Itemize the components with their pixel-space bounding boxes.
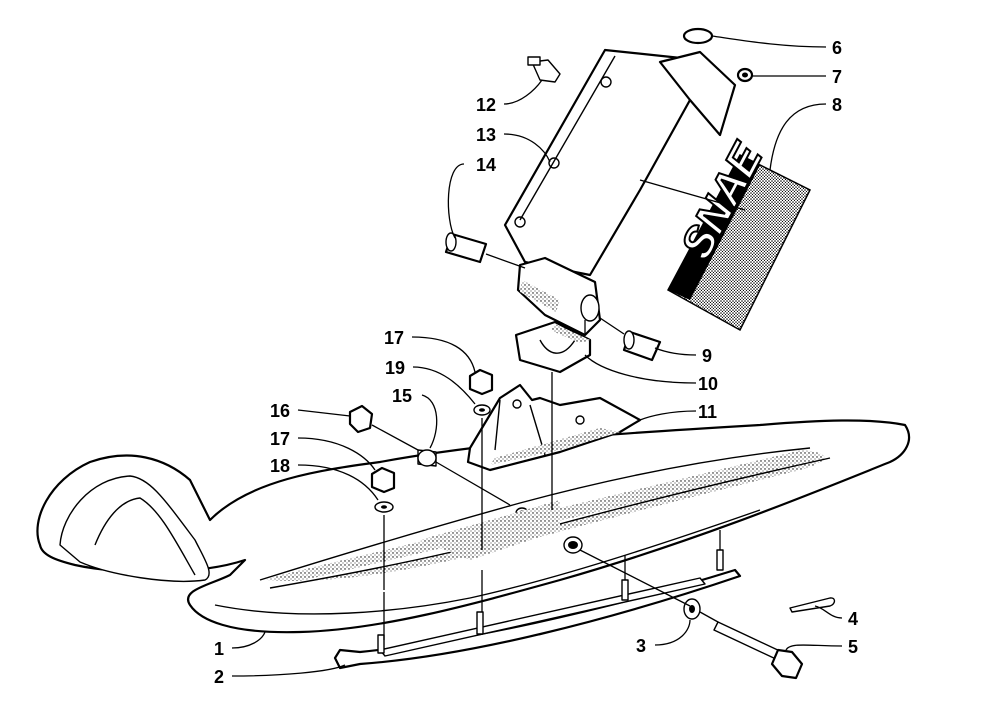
callout-1: 1: [214, 639, 224, 659]
callout-15: 15: [392, 386, 412, 406]
callout-leaders: [231, 35, 843, 677]
bolt-washer: [683, 598, 701, 620]
callout-17-upper: 17: [384, 328, 404, 348]
spindle-nut: [736, 67, 754, 83]
spacer-bushing: [417, 449, 437, 467]
callout-17-lower: 17: [270, 429, 290, 449]
callout-3: 3: [636, 636, 646, 656]
callout-16: 16: [270, 401, 290, 421]
shock-pad: [514, 320, 592, 374]
callout-2: 2: [214, 667, 224, 687]
callout-8: 8: [832, 95, 842, 115]
callout-labels: 1 2 3 4 5 6 7 8 9 10 11 12 13 14 15 16 1…: [214, 38, 858, 687]
ski-saddle: [466, 383, 642, 472]
lock-nut-17-lower: [370, 466, 396, 494]
spindle-bushing-right: [622, 330, 662, 362]
spindle: [503, 48, 737, 337]
callout-12: 12: [476, 95, 496, 115]
decal: SNAE: [666, 133, 812, 332]
ski: [36, 419, 911, 634]
grease-fitting: [527, 56, 561, 83]
cotter-pin: [789, 597, 836, 613]
callout-18: 18: [270, 456, 290, 476]
wear-bar: [333, 549, 742, 670]
callout-19: 19: [385, 358, 405, 378]
washer-18: [374, 501, 394, 513]
callout-7: 7: [832, 67, 842, 87]
callout-4: 4: [848, 609, 858, 629]
callout-11: 11: [698, 402, 717, 422]
hex-bolt: [713, 621, 804, 680]
callout-5: 5: [848, 637, 858, 657]
spindle-cap: [682, 27, 714, 45]
assembly-lines: [371, 253, 721, 640]
callout-9: 9: [702, 346, 712, 366]
callout-10: 10: [698, 374, 718, 394]
callout-14: 14: [476, 155, 496, 175]
washer-19: [473, 404, 491, 416]
callout-6: 6: [832, 38, 842, 58]
lock-nut-16: [348, 404, 374, 434]
callout-13: 13: [476, 125, 496, 145]
lock-nut-17-upper: [468, 368, 494, 396]
spindle-bushing-left: [444, 232, 488, 264]
